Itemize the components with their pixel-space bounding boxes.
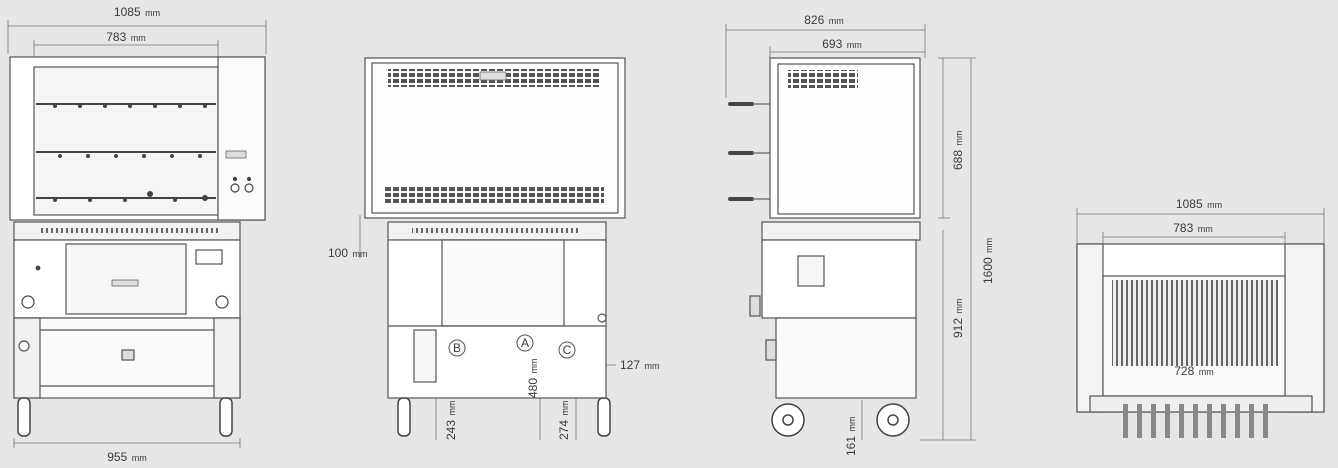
front-control-panel [217, 56, 266, 221]
rear-top-offset-label: 100 mm [328, 244, 367, 261]
rear-base-vents [412, 228, 580, 233]
rear-dim-b-label: 243 mm [442, 401, 459, 440]
front-display [195, 249, 223, 265]
side-wheel-height-label: 161 mm [842, 417, 859, 456]
front-dimension-lines [7, 20, 267, 448]
front-wheels [17, 397, 233, 437]
front-left-leg [13, 317, 41, 399]
rear-markers [448, 334, 576, 359]
top-drip-tray [1089, 395, 1313, 413]
front-drawer [65, 243, 187, 315]
rear-wheels [397, 397, 611, 437]
front-tray-handle [121, 349, 135, 361]
front-logo [225, 150, 247, 159]
side-vents [788, 70, 858, 88]
top-spit-width-label: 728 mm [1174, 362, 1213, 379]
rear-inlet-b-box [413, 329, 437, 383]
marker-a-circle [516, 334, 534, 352]
side-handles [728, 102, 754, 201]
side-base-top [761, 221, 921, 241]
top-overall-width-label: 1085 mm [1176, 195, 1222, 212]
front-base-width-label: 955 mm [107, 448, 146, 465]
front-gas-connector [18, 340, 30, 352]
front-base-knobs [21, 265, 229, 309]
side-base-cabinet [761, 239, 917, 319]
side-wheels [771, 403, 910, 437]
rear-bottom-vents [384, 185, 604, 203]
rear-view [359, 57, 626, 440]
marker-b-label: B [453, 341, 461, 355]
front-view [7, 20, 267, 448]
top-right-column [1284, 243, 1325, 413]
rear-dim-d-label: 127 mm [620, 356, 659, 373]
top-view [1076, 208, 1325, 438]
side-gas-valve-2 [765, 339, 777, 361]
rear-dim-c-label: 274 mm [555, 401, 572, 440]
front-spits [36, 103, 216, 199]
rear-logo [479, 71, 507, 81]
marker-c-label: C [563, 343, 572, 357]
side-upper-height-label: 688 mm [949, 131, 966, 170]
side-overall-depth-label: 826 mm [804, 11, 843, 28]
front-vent-slots [40, 228, 218, 233]
side-inner-depth-label: 693 mm [822, 35, 861, 52]
side-access-panel [797, 255, 825, 287]
side-lower-height-label: 912 mm [949, 299, 966, 338]
side-view [725, 24, 976, 441]
front-right-leg [213, 317, 241, 399]
marker-c-circle [558, 341, 576, 359]
front-inner-width-label: 783 mm [106, 28, 145, 45]
front-drawer-logo [111, 279, 139, 287]
side-dimension-lines [725, 24, 976, 441]
top-left-column [1076, 243, 1104, 413]
front-spit-hooks [53, 104, 208, 202]
front-knobs [230, 176, 254, 193]
rear-outlet [597, 313, 607, 323]
top-spit-ends [1123, 404, 1268, 438]
top-spit-grid [1112, 280, 1278, 366]
rear-panel [441, 239, 565, 327]
front-oven-window [33, 66, 219, 216]
top-inner-width-label: 783 mm [1173, 219, 1212, 236]
side-lower-frame [775, 317, 917, 399]
front-overall-width-label: 1085 mm [114, 3, 160, 20]
rear-dim-a-label: 480 mm [524, 359, 541, 398]
side-spit-rods [752, 103, 770, 200]
marker-b-circle [448, 339, 466, 357]
side-gas-valve [749, 295, 761, 317]
side-oven-inner [777, 63, 915, 215]
marker-a-label: A [521, 336, 529, 350]
side-total-height-label: 1600 mm [979, 238, 996, 284]
